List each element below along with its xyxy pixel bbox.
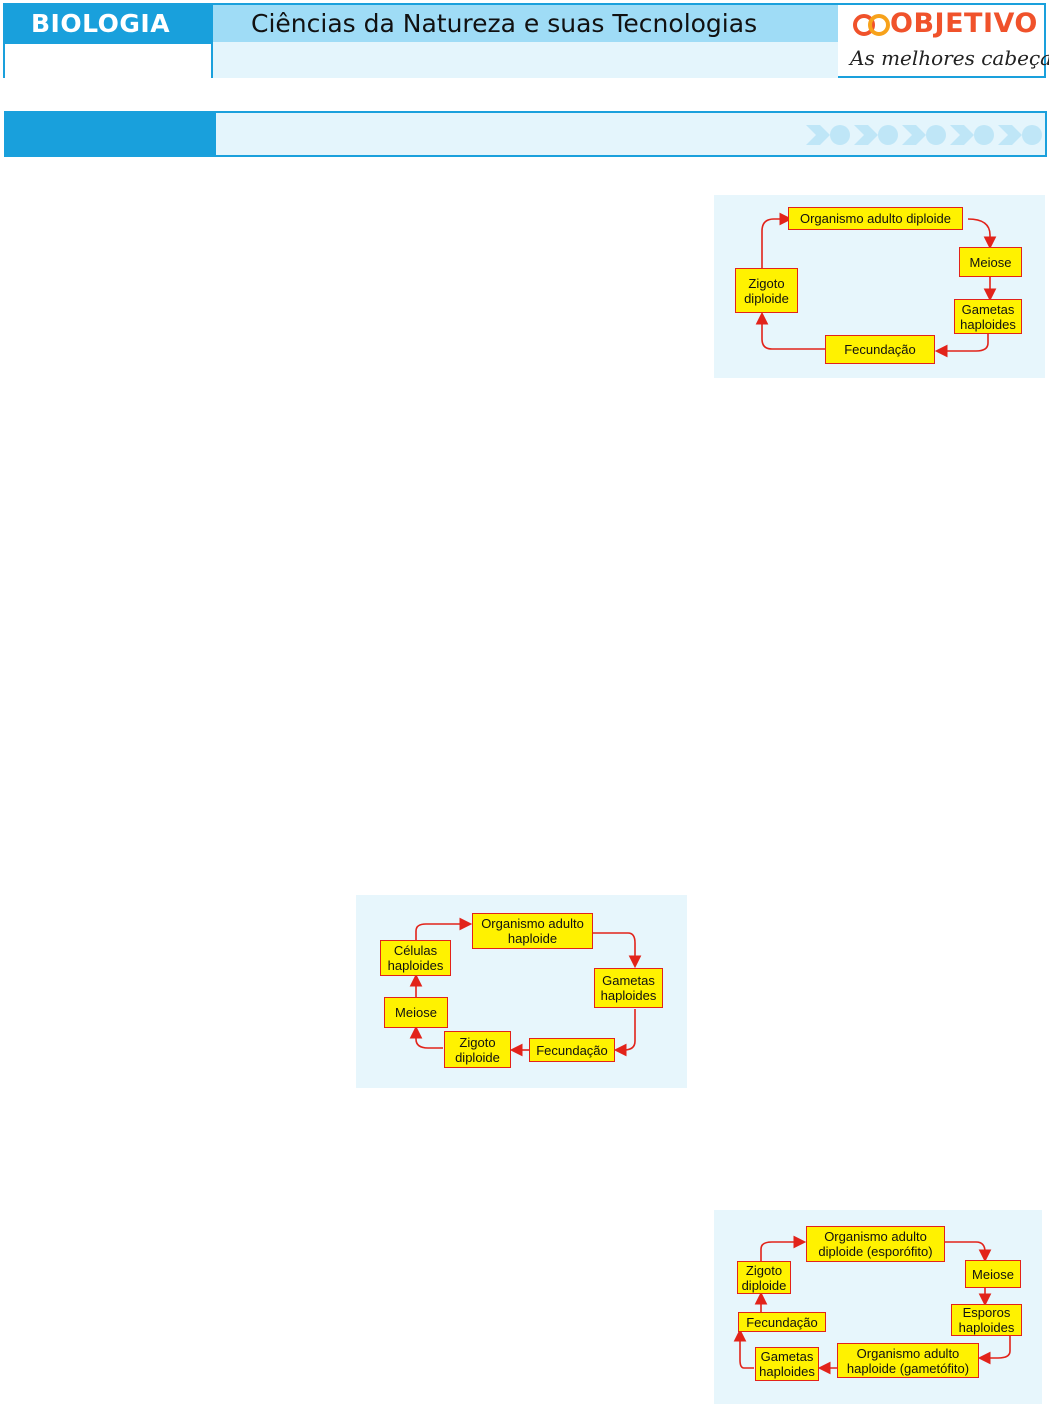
- box-meiosis: Meiose: [965, 1260, 1021, 1288]
- box-gametes: Gametas haploides: [594, 968, 663, 1008]
- logo-swirl-icon: [853, 14, 890, 36]
- decorative-arrows-icon: [806, 125, 1042, 145]
- area-subcell: [213, 42, 838, 78]
- label-zygote: Zigoto diploide: [455, 1034, 500, 1065]
- box-organism-haploid: Organismo adulto haploide: [472, 913, 593, 949]
- label-organism: Organismo adulto diploide: [799, 211, 952, 226]
- logo-slogan: As melhores cabeças: [850, 46, 1049, 70]
- label-meiosis: Meiose: [969, 254, 1012, 270]
- label-fertilization: Fecundação: [746, 1314, 818, 1330]
- subject-subcell: [5, 42, 213, 78]
- box-organism-diploid: Organismo adulto diploide: [788, 207, 963, 230]
- section-bar-label-cell: [6, 113, 216, 155]
- objetivo-logo: OBJETIVO As melhores cabeças: [838, 5, 1049, 76]
- diagram-alternation-arrows: [733, 1235, 1011, 1375]
- section-bar: [4, 111, 1047, 157]
- diagram-alternation-cycle: Organismo adulto diploide (esporófito) M…: [714, 1210, 1042, 1404]
- label-fertilization: Fecundação: [536, 1042, 608, 1058]
- diagram-diploid-cycle: Organismo adulto diploide Meiose Gametas…: [714, 195, 1045, 378]
- diagram-haploid-cycle: Organismo adulto haploide Gametas haploi…: [356, 895, 687, 1088]
- box-spores: Esporos haploides: [951, 1304, 1022, 1336]
- label-fertilization: Fecundação: [844, 342, 916, 357]
- box-fertilization: Fecundação: [738, 1312, 826, 1332]
- subject-title: BIOLOGIA: [5, 5, 213, 42]
- label-gametes: Gametas haploides: [759, 1349, 815, 1379]
- label-meiosis: Meiose: [395, 1005, 437, 1020]
- box-fertilization: Fecundação: [529, 1038, 615, 1062]
- label-spores: Esporos haploides: [958, 1305, 1015, 1335]
- box-meiosis: Meiose: [959, 247, 1022, 277]
- box-gametes: Gametas haploides: [954, 299, 1022, 334]
- label-sporophyte: Organismo adulto diploide (esporófito): [818, 1229, 933, 1259]
- box-gametes: Gametas haploides: [755, 1347, 819, 1381]
- box-zygote: Zigoto diploide: [737, 1261, 791, 1294]
- label-zygote: Zigoto diploide: [744, 275, 789, 306]
- box-zygote: Zigoto diploide: [735, 268, 798, 313]
- box-fertilization: Fecundação: [825, 335, 935, 364]
- box-meiosis: Meiose: [384, 997, 448, 1028]
- label-zygote: Zigoto diploide: [741, 1262, 787, 1293]
- diagram-diploid-arrows: [755, 212, 997, 358]
- label-meiosis: Meiose: [972, 1266, 1014, 1282]
- box-cells: Células haploides: [380, 940, 451, 976]
- page-header: BIOLOGIA Ciências da Natureza e suas Tec…: [3, 3, 1049, 78]
- label-gametophyte: Organismo adulto haploide (gametófito): [846, 1345, 970, 1376]
- label-gametes: Gametas haploides: [600, 973, 657, 1003]
- label-cells: Células haploides: [387, 943, 444, 973]
- box-gametophyte: Organismo adulto haploide (gametófito): [837, 1343, 979, 1378]
- label-organism: Organismo adulto haploide: [481, 916, 584, 946]
- logo-wordmark: OBJETIVO: [890, 8, 1038, 39]
- diagram-haploid-arrows: [409, 917, 642, 1057]
- area-title: Ciências da Natureza e suas Tecnologias: [213, 5, 838, 42]
- box-sporophyte: Organismo adulto diploide (esporófito): [806, 1226, 945, 1262]
- box-zygote: Zigoto diploide: [444, 1031, 511, 1068]
- label-gametes: Gametas haploides: [960, 301, 1016, 332]
